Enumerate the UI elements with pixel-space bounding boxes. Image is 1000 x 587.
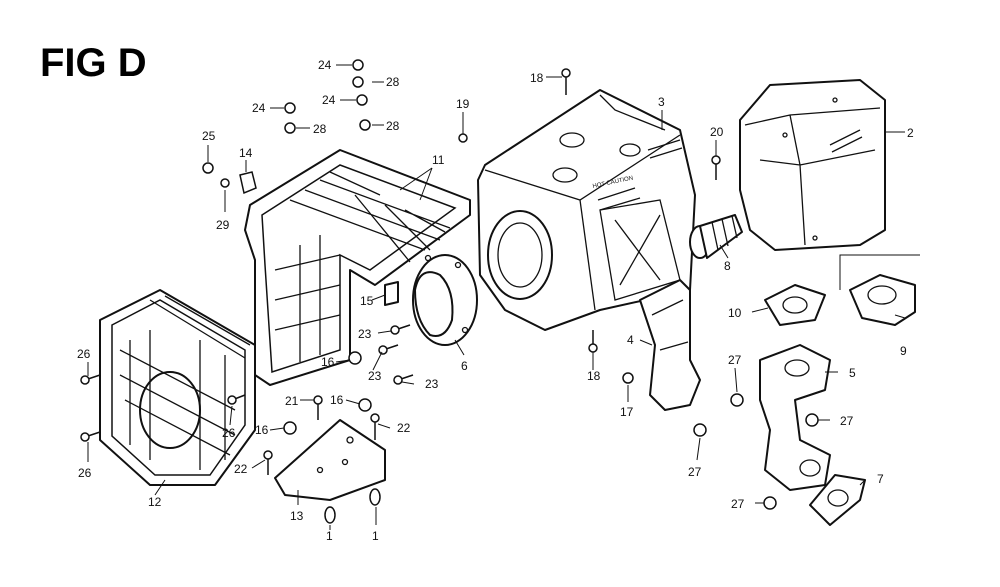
fan-cover-part: HOT CAUTION [477,89,696,331]
callout-16-a: 16 [321,355,335,369]
callout-23-c: 23 [425,377,439,391]
exhaust-bracket-part [759,344,831,491]
figure-title: FIG D [40,41,147,85]
callout-14: 14 [239,146,253,160]
callout-28-a: 28 [386,75,400,89]
callout-7: 7 [877,472,884,486]
callout-16-c: 16 [255,423,269,437]
callout-20: 20 [710,125,724,139]
muffler-part [739,79,886,251]
callout-28-c: 28 [313,122,327,136]
callout-27-b: 27 [688,465,702,479]
callout-2: 2 [907,126,914,140]
callout-26-b: 26 [78,466,92,480]
leader-lines [87,64,906,530]
callout-24-c: 24 [252,101,266,115]
callout-8: 8 [724,259,731,273]
cylinder-shroud-part [99,289,256,486]
callout-24-a: 24 [318,58,332,72]
upper-baffle-part [244,149,471,386]
callout-4: 4 [627,333,634,347]
callout-26-c: 26 [222,426,236,440]
callout-21: 21 [285,394,299,408]
callout-labels: 1 1 2 3 4 5 6 7 8 9 10 11 12 13 14 15 16… [77,58,914,543]
callout-22-right: 22 [397,421,411,435]
callout-5: 5 [849,366,856,380]
flywheel-cup-part [412,254,478,346]
tail-pipe-part [689,214,743,259]
gasket-7-part [809,474,866,526]
callout-24-b: 24 [322,93,336,107]
callout-26-a: 26 [77,347,91,361]
callout-12: 12 [148,495,162,509]
callout-9: 9 [900,344,907,358]
callout-27-a: 27 [728,353,742,367]
callout-27-c: 27 [840,414,854,428]
callout-6: 6 [461,359,468,373]
clip-part [384,281,399,306]
callout-16-b: 16 [330,393,344,407]
callout-23-b: 23 [368,369,382,383]
callout-28-b: 28 [386,119,400,133]
callout-13: 13 [290,509,304,523]
callout-10: 10 [728,306,742,320]
gasket-9-part [849,274,916,326]
callout-19: 19 [456,97,470,111]
callout-11: 11 [432,153,445,167]
callout-18-bottom: 18 [587,369,601,383]
callout-1-right: 1 [372,529,379,543]
callout-15: 15 [360,294,374,308]
callout-22-left: 22 [234,462,248,476]
callout-17: 17 [620,405,634,419]
callout-23-a: 23 [358,327,372,341]
callout-25: 25 [202,129,216,143]
callout-29: 29 [216,218,230,232]
callout-1-left: 1 [326,529,333,543]
callout-27-d: 27 [731,497,745,511]
inset-box-line [839,254,920,290]
callout-3: 3 [658,95,665,109]
callout-18-top: 18 [530,71,544,85]
gasket-10-part [764,284,826,326]
heat-shield-part [639,279,701,411]
bracket-plate-part [274,419,386,524]
